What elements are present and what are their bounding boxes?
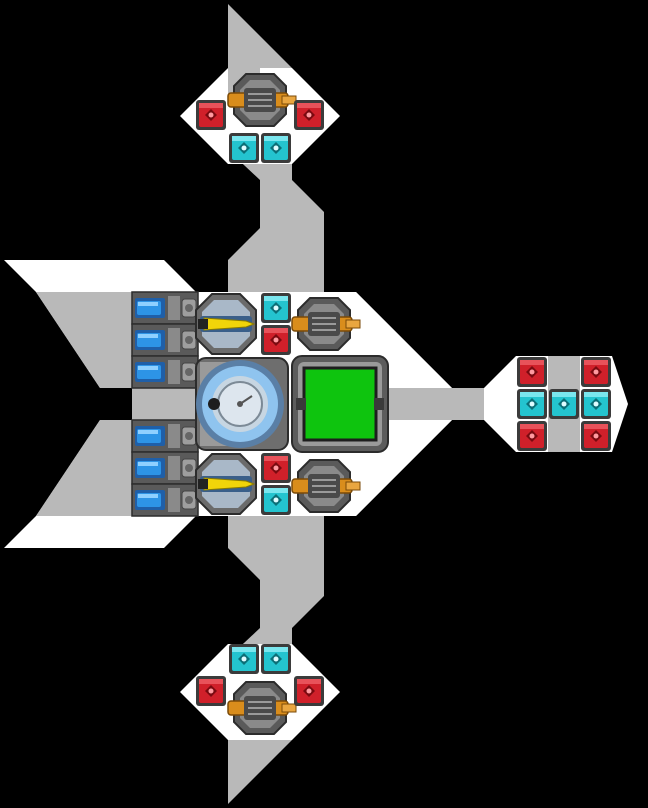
thruster-icon[interactable] xyxy=(131,323,199,357)
battery-block-cyan[interactable] xyxy=(261,485,291,515)
shield-block-red[interactable] xyxy=(196,676,226,706)
thruster-icon[interactable] xyxy=(131,291,199,325)
battery-block-cyan[interactable] xyxy=(261,644,291,674)
battery-block-cyan[interactable] xyxy=(261,133,291,163)
battery-block-cyan[interactable] xyxy=(229,644,259,674)
shield-block-red[interactable] xyxy=(294,676,324,706)
thruster-icon[interactable] xyxy=(131,355,199,389)
thruster-icon[interactable] xyxy=(131,451,199,485)
shield-block-red[interactable] xyxy=(517,421,547,451)
thruster-icon[interactable] xyxy=(131,483,199,517)
battery-block-cyan[interactable] xyxy=(549,389,579,419)
shield-block-red[interactable] xyxy=(261,453,291,483)
shield-block-red[interactable] xyxy=(517,357,547,387)
shield-block-red[interactable] xyxy=(261,325,291,355)
missile-launcher-icon[interactable] xyxy=(195,453,257,515)
cargo-hold-icon[interactable] xyxy=(291,355,389,453)
shield-block-red[interactable] xyxy=(294,100,324,130)
thruster-icon[interactable] xyxy=(131,419,199,453)
battery-block-cyan[interactable] xyxy=(581,389,611,419)
missile-launcher-icon[interactable] xyxy=(195,293,257,355)
shield-block-red[interactable] xyxy=(196,100,226,130)
body-modules xyxy=(195,293,389,515)
shield-block-red[interactable] xyxy=(581,421,611,451)
battery-block-cyan[interactable] xyxy=(517,389,547,419)
shield-block-red[interactable] xyxy=(581,357,611,387)
battery-block-cyan[interactable] xyxy=(229,133,259,163)
cockpit-icon[interactable] xyxy=(195,357,289,451)
battery-block-cyan[interactable] xyxy=(261,293,291,323)
